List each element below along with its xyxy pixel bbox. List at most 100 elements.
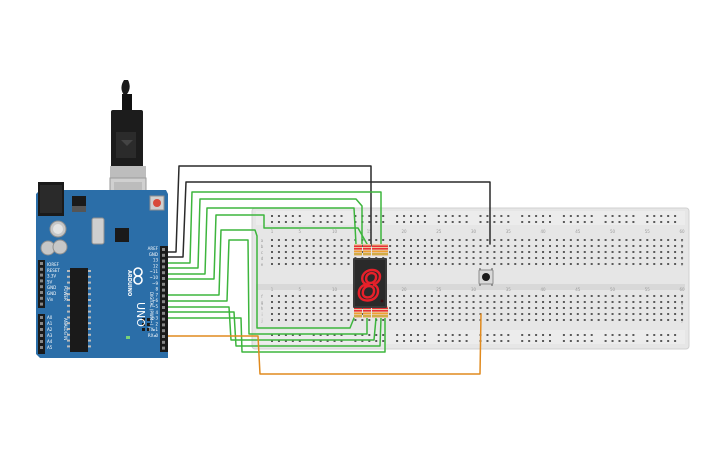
- wire-pin-6[interactable]: [166, 239, 368, 335]
- breadboard-column-label: 35: [506, 229, 512, 234]
- breadboard-row-label: e: [681, 262, 684, 267]
- wire-gnd-button[interactable]: [166, 181, 491, 258]
- breadboard-column-label: 40: [541, 287, 547, 292]
- resistor[interactable]: [380, 244, 388, 256]
- resistors[interactable]: [354, 244, 388, 318]
- breadboard-column-label: 5: [299, 287, 302, 292]
- board-body: [36, 190, 168, 358]
- breadboard-column-label: 5: [299, 229, 302, 234]
- analog-label: ANALOG IN: [63, 318, 68, 340]
- digital-header[interactable]: [160, 246, 168, 352]
- brand-label: ARDUINO: [126, 270, 132, 296]
- breadboard-column-label: 10: [332, 229, 338, 234]
- model-label: UNO: [134, 302, 147, 327]
- breadboard-column-label: 45: [575, 287, 581, 292]
- power-pin-label: IOREF: [47, 262, 60, 267]
- push-button[interactable]: [478, 268, 494, 286]
- breadboard-column-label: 25: [436, 229, 442, 234]
- digital-pin-label: GND: [149, 252, 158, 257]
- breadboard-column-label: 55: [645, 229, 651, 234]
- digital-pin-label: ~10: [150, 275, 159, 280]
- resistor[interactable]: [372, 244, 380, 256]
- power-pin-label: GND: [47, 291, 56, 296]
- wire-pin-5[interactable]: [166, 306, 377, 341]
- breadboard-row-label: g: [681, 300, 684, 305]
- breadboard-row-label: d: [681, 256, 684, 261]
- breadboard-row-label: d: [261, 256, 264, 261]
- breadboard-row-label: i: [681, 312, 682, 317]
- digital-pin-label: 13: [153, 258, 159, 263]
- power-pin-label: GND: [47, 285, 56, 290]
- wire-pin-2-button[interactable]: [166, 313, 482, 375]
- breadboard-row-label: c: [261, 250, 263, 255]
- breadboard-column-label: 40: [541, 229, 547, 234]
- resistor[interactable]: [354, 306, 362, 318]
- power-header[interactable]: [38, 260, 45, 308]
- breadboard-column-label: 30: [471, 229, 477, 234]
- breadboard-row-label: b: [681, 244, 684, 249]
- breadboard-row-label: f: [681, 294, 683, 299]
- wire-pin-10[interactable]: [166, 207, 357, 275]
- atmega-chip: [70, 268, 88, 352]
- power-pin-label: 5V: [47, 279, 53, 284]
- wire-pin-9[interactable]: [166, 214, 368, 280]
- analog-pin-label: A5: [47, 345, 53, 350]
- digital-label: DIGITAL (PWM~): [149, 292, 154, 326]
- breadboard-row-label: j: [680, 318, 682, 323]
- breadboard-column-label: 10: [332, 287, 338, 292]
- wire-pin-7[interactable]: [166, 229, 355, 329]
- analog-pin-label: A2: [47, 327, 53, 332]
- analog-pin-label: A1: [47, 321, 53, 326]
- breadboard-row-label: b: [261, 244, 264, 249]
- digital-pin-label: 7: [155, 292, 158, 297]
- breadboard-column-label: 1: [271, 287, 274, 292]
- breadboard-row-label: a: [261, 238, 264, 243]
- digital-pin-label: ~3: [152, 316, 158, 321]
- digital-pin-label: 12: [153, 263, 159, 268]
- breadboard-row-label: c: [681, 250, 683, 255]
- resistor[interactable]: [380, 306, 388, 318]
- breadboard-column-label: 35: [506, 287, 512, 292]
- breadboard-row-label: h: [681, 306, 684, 311]
- breadboard-column-labels: 1155101015152020252530303535404045455050…: [260, 229, 685, 323]
- wire-pin-12[interactable]: [166, 191, 382, 264]
- breadboard-row-label: h: [261, 306, 264, 311]
- breadboard-column-label: 45: [575, 229, 581, 234]
- breadboard-holes: [271, 215, 684, 342]
- resistor[interactable]: [372, 306, 380, 318]
- digital-pin-label: ~5: [152, 304, 158, 309]
- analog-pin-label: A4: [47, 339, 53, 344]
- breadboard-column-label: 1: [271, 229, 274, 234]
- digital-pin-label: 8: [155, 287, 158, 292]
- resistor[interactable]: [363, 306, 371, 318]
- digital-pin-label: 4: [155, 310, 158, 315]
- digital-pin-label: RX◂0: [148, 333, 159, 338]
- reset-button[interactable]: [149, 195, 165, 211]
- power-pin-label: RESET: [47, 268, 60, 273]
- breadboard-column-label: 55: [645, 287, 651, 292]
- power-label: POWER: [63, 286, 68, 301]
- breadboard-column-label: 25: [436, 287, 442, 292]
- analog-pin-label: A0: [47, 315, 53, 320]
- display-digit: 8: [358, 264, 382, 310]
- power-pin-label: Vin: [47, 297, 54, 302]
- breadboard-column-label: 20: [402, 287, 408, 292]
- breadboard-column-label: 50: [610, 287, 616, 292]
- wire-pin-4[interactable]: [166, 311, 382, 347]
- icsp-header: [142, 318, 150, 331]
- infinity-logo: [133, 267, 143, 285]
- breadboard-row-label: a: [681, 238, 684, 243]
- power-pin-label: 3.3V: [47, 274, 56, 279]
- resistor[interactable]: [363, 244, 371, 256]
- digital-pin-label: ~9: [152, 281, 158, 286]
- wire-pin-3[interactable]: [166, 317, 386, 353]
- wire-pin-11[interactable]: [166, 198, 363, 269]
- wires: [166, 165, 491, 375]
- seven-segment-display[interactable]: 8: [353, 258, 387, 311]
- digital-pin-label: ~11: [150, 269, 159, 274]
- decimal-point: [380, 299, 384, 303]
- resistor[interactable]: [354, 244, 362, 256]
- digital-pin-label: ~6: [152, 298, 158, 303]
